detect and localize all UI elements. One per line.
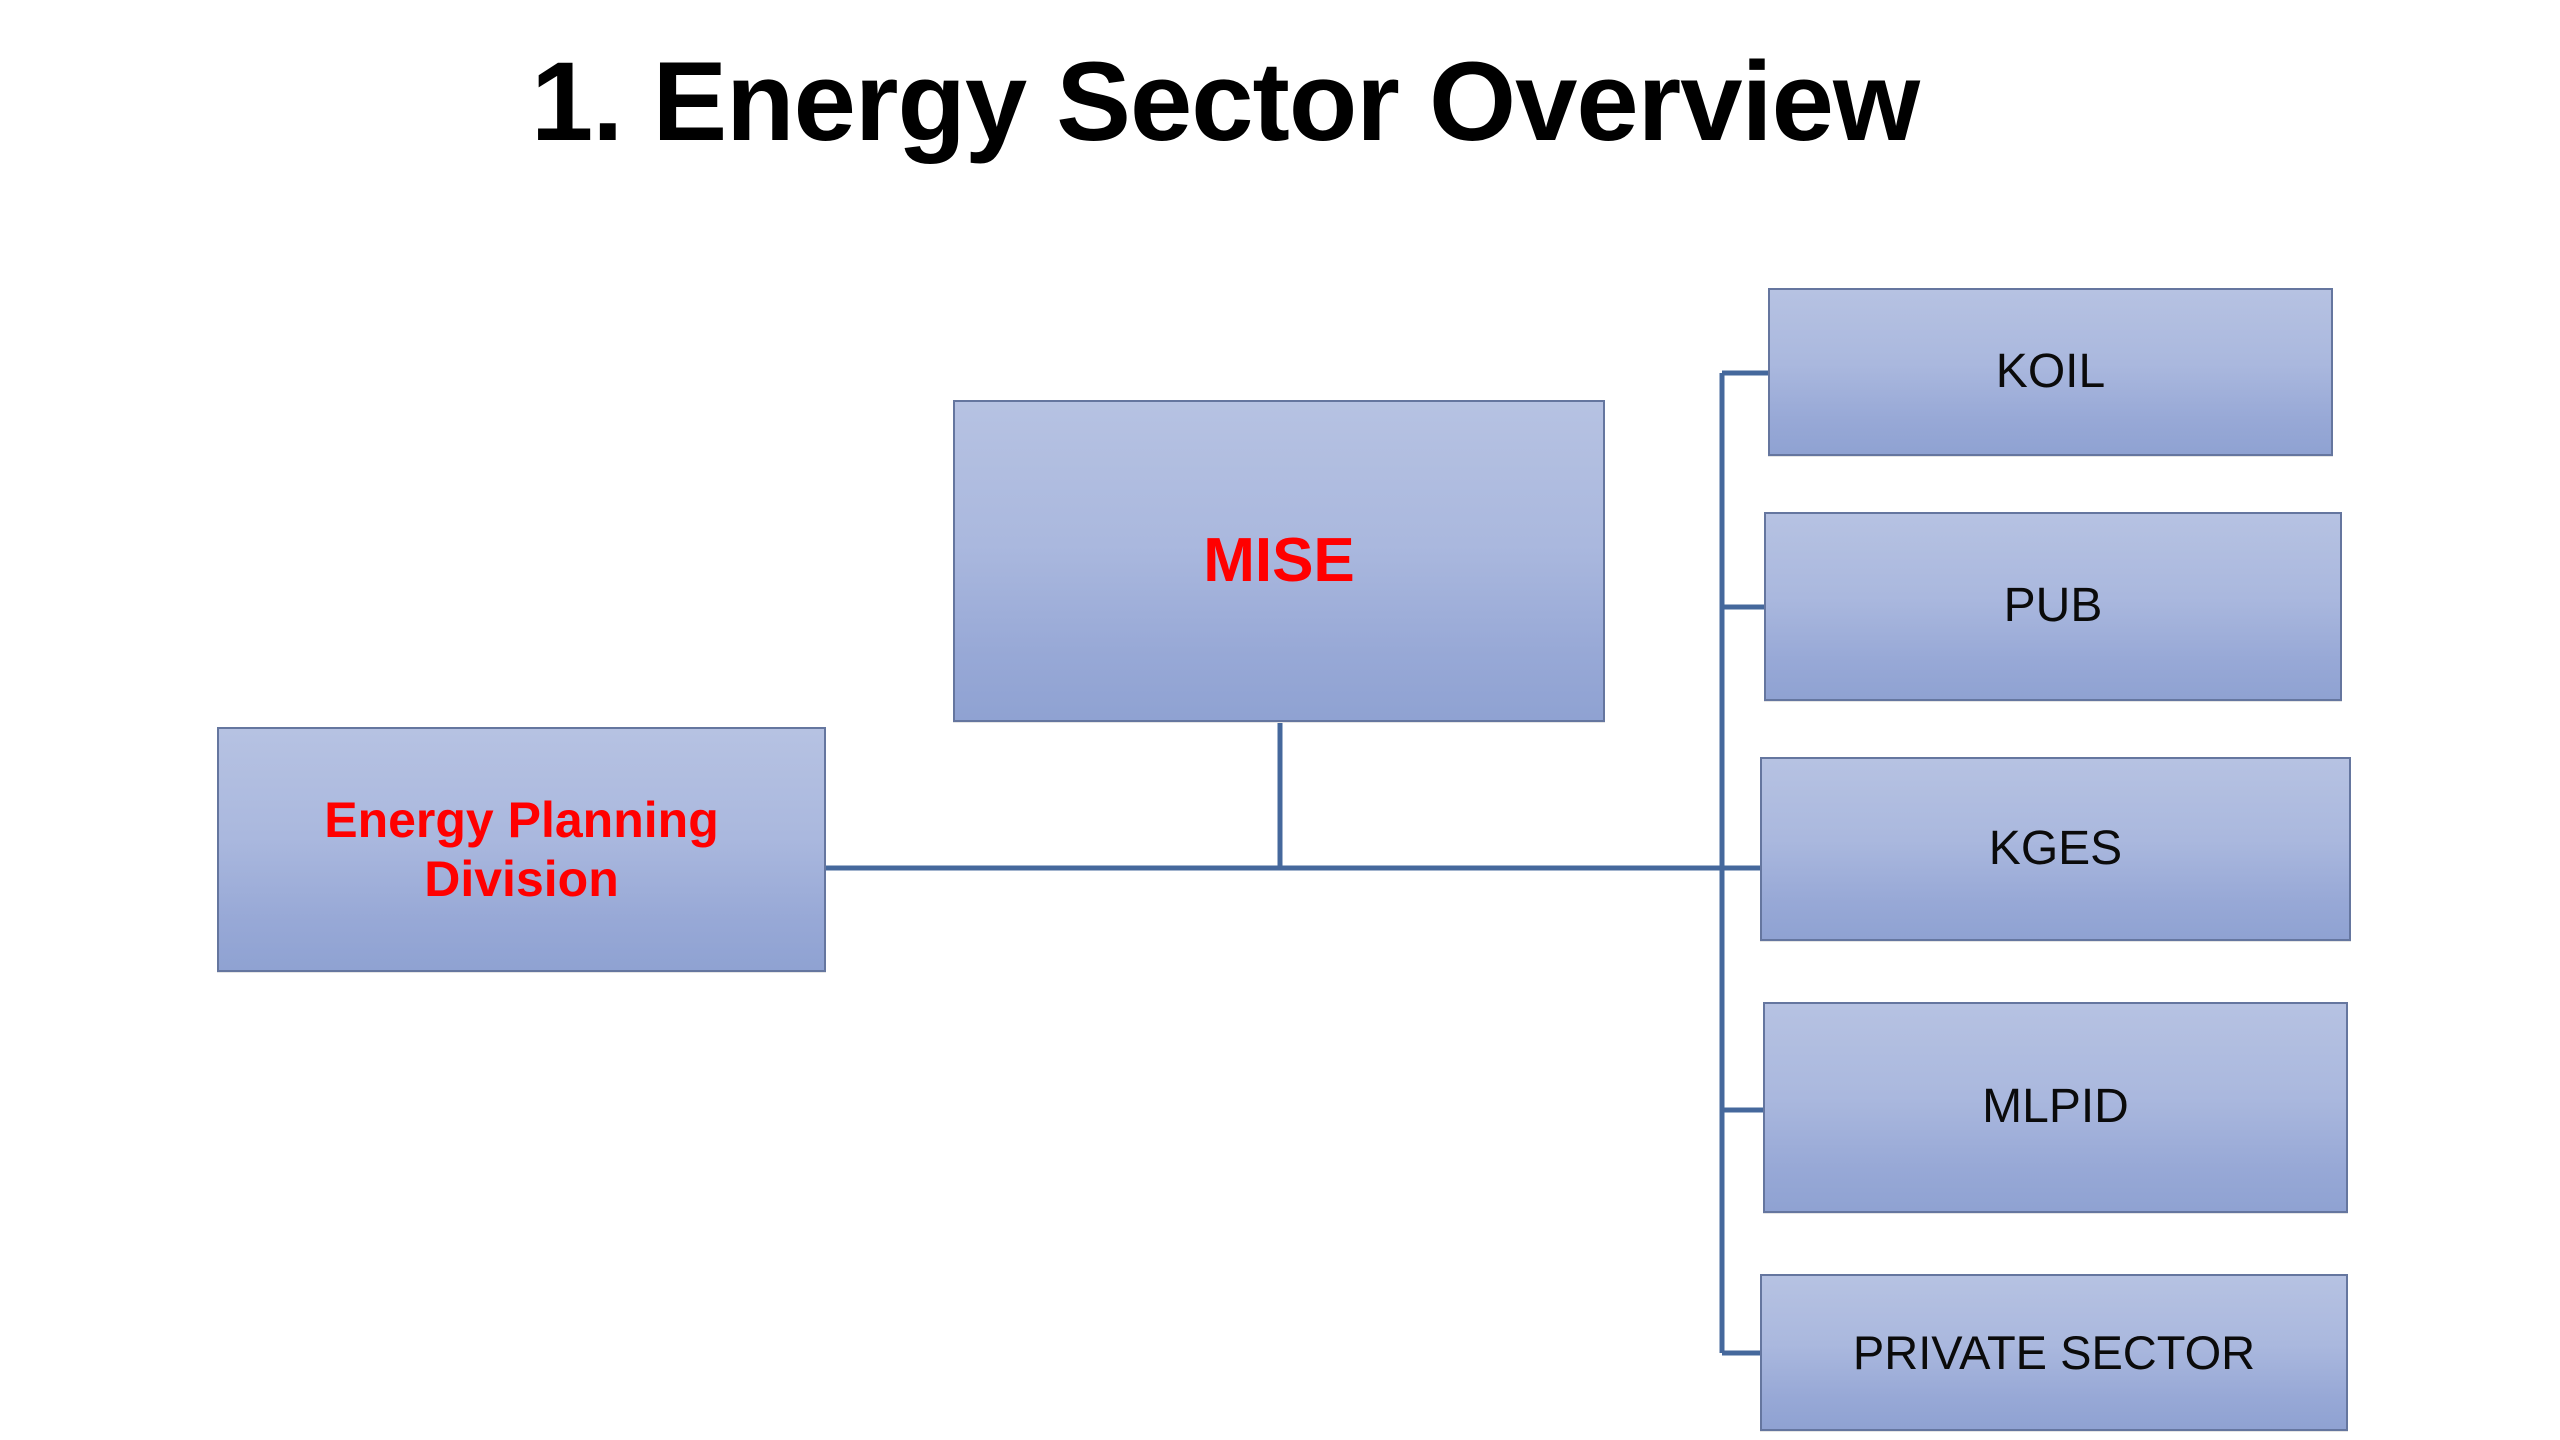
node-kges[interactable]: KGES [1760,757,2351,941]
node-private-sector-label: PRIVATE SECTOR [1852,1325,2256,1379]
node-mlpid-label: MLPID [1982,1080,2129,1134]
node-mlpid[interactable]: MLPID [1763,1002,2348,1213]
node-energy-planning-division[interactable]: Energy Planning Division [217,727,826,972]
node-koil[interactable]: KOIL [1768,288,2333,456]
node-pub[interactable]: PUB [1764,512,2342,701]
page-title: 1. Energy Sector Overview [530,39,1920,164]
node-mise-label: MISE [1203,525,1355,595]
node-pub-label: PUB [2003,579,2103,633]
node-mise[interactable]: MISE [953,400,1605,722]
node-energy-planning-division-label: Energy Planning Division [324,791,719,907]
node-kges-label: KGES [1988,821,2123,875]
node-private-sector[interactable]: PRIVATE SECTOR [1760,1274,2348,1431]
node-koil-label: KOIL [1995,344,2106,398]
